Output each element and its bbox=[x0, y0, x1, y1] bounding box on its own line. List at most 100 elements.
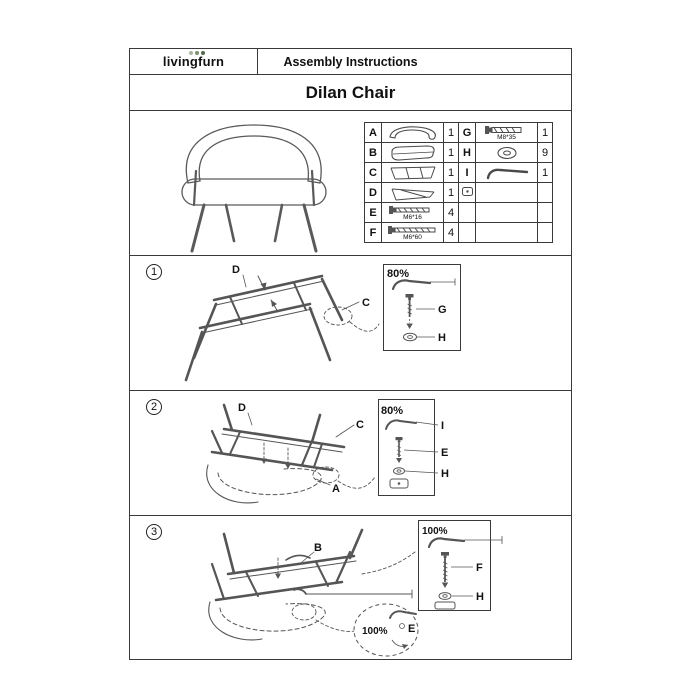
part-qty: 4 bbox=[443, 222, 459, 243]
step-2-detail-inset: 80% I E H bbox=[378, 399, 449, 496]
step-1-section: 1 D C bbox=[130, 256, 571, 391]
frame-d-part-icon bbox=[391, 188, 434, 200]
parts-table-row: B 1 H 9 bbox=[364, 142, 553, 163]
part-qty: 9 bbox=[537, 142, 553, 163]
part-spec: M6*60 bbox=[403, 234, 422, 241]
empty-cell bbox=[475, 182, 538, 203]
parts-table-row: D 1 bbox=[364, 182, 553, 203]
small-part-icon-cell bbox=[458, 182, 476, 203]
parts-table: A 1 G M8*35 1 B bbox=[364, 122, 553, 243]
part-letter: F bbox=[364, 222, 382, 243]
part-qty: 1 bbox=[443, 142, 459, 163]
allen-key-part-icon-cell bbox=[475, 162, 538, 183]
part-qty: 1 bbox=[443, 122, 459, 143]
step2-zoom-label: 80% bbox=[381, 405, 403, 417]
allen-key-icon bbox=[389, 610, 417, 619]
empty-cell bbox=[475, 202, 538, 223]
empty-cell bbox=[537, 222, 553, 243]
step-2-section: 2 bbox=[130, 391, 571, 516]
cushion-part-icon-cell bbox=[381, 142, 444, 163]
frame-c-part-icon-cell bbox=[381, 162, 444, 183]
backrest-part-icon bbox=[388, 125, 436, 140]
washer-icon bbox=[403, 332, 417, 342]
allen-key-icon bbox=[385, 419, 417, 430]
step-3-detail-inset-top: 100% F H bbox=[418, 520, 503, 611]
step1-label-g: G bbox=[438, 304, 447, 316]
chair-illustration bbox=[181, 124, 327, 253]
brand-logo: livingfurn bbox=[130, 49, 258, 74]
part-letter: H bbox=[458, 142, 476, 163]
step2-label-e: E bbox=[441, 447, 448, 459]
step2-label-i: I bbox=[441, 420, 444, 432]
part-letter: E bbox=[364, 202, 382, 223]
step-3-diagram: B bbox=[208, 528, 416, 641]
parts-table-row: C 1 I 1 bbox=[364, 162, 553, 183]
step3-label-h: H bbox=[476, 591, 484, 603]
step-2-number: 2 bbox=[146, 399, 162, 415]
step1-label-h: H bbox=[438, 332, 446, 344]
washer-part-icon-cell bbox=[475, 142, 538, 163]
step-3-section: 3 bbox=[130, 516, 571, 661]
step2-label-c: C bbox=[356, 419, 364, 431]
bolt-part-icon-cell: M8*35 bbox=[475, 122, 538, 143]
frame-c-part-icon bbox=[390, 166, 435, 179]
step-3-number: 3 bbox=[146, 524, 162, 540]
brand-logo-text: livingfurn bbox=[162, 54, 225, 69]
screw-part-icon bbox=[387, 226, 435, 234]
parts-table-row: F M6*60 4 bbox=[364, 222, 553, 243]
screw-part-icon bbox=[388, 206, 429, 214]
logo-dots-icon bbox=[189, 51, 205, 55]
parts-table-row: A 1 G M8*35 1 bbox=[364, 122, 553, 143]
step-3-detail-inset-bottom: 100% E bbox=[353, 603, 419, 657]
cushion-part-icon bbox=[390, 144, 435, 161]
header-row: Assembly Instructions livingfurn bbox=[130, 49, 571, 75]
step-1-number: 1 bbox=[146, 264, 162, 280]
part-letter: B bbox=[364, 142, 382, 163]
step-1-detail-inset: 80% G H bbox=[383, 264, 461, 351]
step-1-diagram: D C bbox=[184, 264, 380, 382]
part-qty: 1 bbox=[443, 182, 459, 203]
part-letter: A bbox=[364, 122, 382, 143]
part-spec: M6*16 bbox=[403, 214, 422, 221]
assembly-instructions-sheet: Assembly Instructions livingfurn Dilan C… bbox=[129, 48, 572, 660]
backrest-part-icon-cell bbox=[381, 122, 444, 143]
empty-cell bbox=[475, 222, 538, 243]
step2-label-h: H bbox=[441, 468, 449, 480]
screw-part-icon-cell: M6*60 bbox=[381, 222, 444, 243]
step3-label-e: E bbox=[408, 623, 415, 635]
product-title: Dilan Chair bbox=[305, 82, 396, 102]
bolt-part-icon bbox=[484, 126, 521, 134]
title-row: Dilan Chair bbox=[130, 75, 571, 111]
allen-key-icon bbox=[391, 279, 432, 291]
step3-label-f: F bbox=[476, 562, 483, 574]
step-2-diagram: D C A bbox=[206, 402, 376, 504]
part-spec: M8*35 bbox=[497, 134, 516, 141]
empty-cell bbox=[458, 202, 476, 223]
part-qty: 1 bbox=[537, 162, 553, 183]
parts-overview-section: A 1 G M8*35 1 B bbox=[130, 111, 571, 256]
step1-label-c: C bbox=[362, 297, 370, 309]
frame-d-part-icon-cell bbox=[381, 182, 444, 203]
document-title: Assembly Instructions bbox=[283, 54, 418, 69]
empty-cell bbox=[458, 222, 476, 243]
allen-key-part-icon bbox=[486, 168, 528, 179]
step2-label-d: D bbox=[238, 402, 246, 414]
step1-zoom-label: 80% bbox=[387, 268, 409, 280]
allen-key-icon bbox=[427, 537, 466, 549]
screw-part-icon-cell: M6*16 bbox=[381, 202, 444, 223]
step3-label-b: B bbox=[314, 542, 322, 554]
part-letter: G bbox=[458, 122, 476, 143]
part-qty: 4 bbox=[443, 202, 459, 223]
empty-cell bbox=[537, 202, 553, 223]
step1-label-d: D bbox=[232, 264, 240, 276]
parts-table-row: E M6*16 4 bbox=[364, 202, 553, 223]
part-letter: C bbox=[364, 162, 382, 183]
part-qty: 1 bbox=[443, 162, 459, 183]
washer-icon bbox=[393, 467, 405, 475]
part-qty: 1 bbox=[537, 122, 553, 143]
washer-icon bbox=[438, 592, 452, 600]
small-part-icon bbox=[461, 186, 473, 196]
washer-part-icon bbox=[496, 146, 517, 159]
part-letter: D bbox=[364, 182, 382, 203]
step3-zoom-label-bottom: 100% bbox=[362, 626, 388, 637]
